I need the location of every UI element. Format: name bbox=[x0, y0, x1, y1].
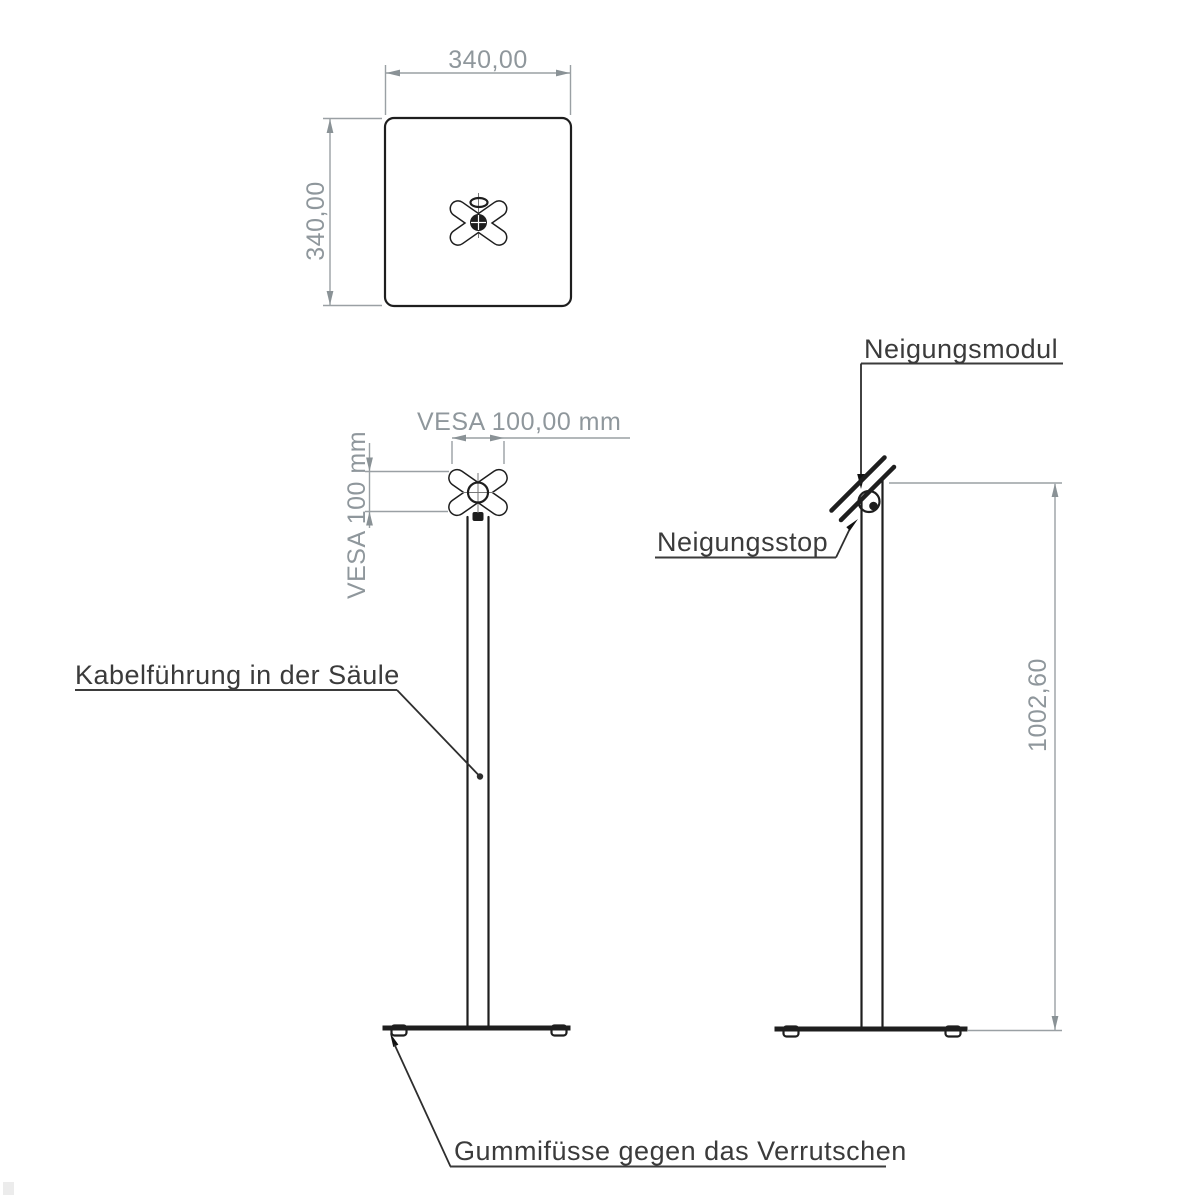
arrow-up-right-icon bbox=[846, 519, 858, 531]
base-front bbox=[382, 1024, 571, 1037]
front-view: VESA 100,00 mm VESA 100 mm bbox=[75, 408, 630, 1037]
tilt-module-top-icon bbox=[469, 196, 489, 209]
leader-dot-icon bbox=[476, 773, 484, 780]
vesa-bracket-top-icon bbox=[449, 193, 508, 246]
tilt-stop-pin-icon bbox=[869, 501, 878, 511]
vesa-bracket-front-icon bbox=[448, 468, 508, 521]
base-side bbox=[774, 1025, 968, 1038]
rubber-feet-label: Gummifüsse gegen das Verrutschen bbox=[454, 1136, 907, 1166]
base-plate-top-view bbox=[383, 116, 573, 308]
tilt-module-label: Neigungsmodul bbox=[864, 334, 1058, 364]
arrow-up-left-icon bbox=[390, 1033, 399, 1047]
arrow-right-icon bbox=[490, 434, 504, 442]
dim-text-height: 1002,60 bbox=[1024, 658, 1052, 752]
rubber-feet-callout: Gummifüsse gegen das Verrutschen bbox=[390, 1033, 907, 1168]
arrow-down-icon bbox=[366, 457, 373, 472]
top-view: 340,00 340,00 bbox=[302, 46, 573, 308]
arrow-down-icon bbox=[326, 291, 334, 305]
side-view: Neigungsmodul Neigungsstop bbox=[655, 334, 1063, 1038]
tilt-stop-label: Neigungsstop bbox=[657, 527, 828, 557]
bracket-neck bbox=[472, 512, 484, 521]
dimension-vesa-horizontal: VESA 100,00 mm bbox=[417, 408, 630, 464]
dimension-top-height: 340,00 bbox=[302, 117, 382, 307]
tilt-hinge-icon bbox=[857, 489, 881, 514]
arrow-right-icon bbox=[556, 69, 570, 77]
dimension-vesa-vertical: VESA 100 mm bbox=[343, 431, 449, 599]
tilt-plate bbox=[829, 455, 887, 513]
dim-text-vesa-horizontal: VESA 100,00 mm bbox=[417, 408, 621, 436]
arrow-up-icon bbox=[326, 119, 334, 133]
cable-routing-label: Kabelführung in der Säule bbox=[75, 660, 400, 690]
dim-text-vesa-vertical: VESA 100 mm bbox=[343, 431, 371, 599]
dimension-top-width: 340,00 bbox=[384, 46, 572, 115]
arrow-up-icon bbox=[1051, 483, 1059, 497]
arrow-left-icon bbox=[386, 69, 400, 77]
arrow-down-icon bbox=[1051, 1016, 1059, 1030]
tilt-module-icon bbox=[829, 455, 897, 523]
cable-routing-callout: Kabelführung in der Säule bbox=[75, 660, 484, 780]
center-hole-icon bbox=[466, 481, 490, 504]
dim-text-top-height: 340,00 bbox=[302, 181, 330, 260]
watermark-artifact bbox=[3, 1182, 14, 1195]
dim-text-top-width: 340,00 bbox=[448, 46, 527, 74]
tilt-plate bbox=[838, 464, 897, 523]
arrow-left-icon bbox=[452, 434, 466, 442]
tilt-module-callout: Neigungsmodul bbox=[857, 334, 1063, 489]
arrow-up-icon bbox=[366, 511, 373, 526]
tilt-stop-callout: Neigungsstop bbox=[655, 519, 858, 559]
dimension-height: 1002,60 bbox=[889, 482, 1062, 1032]
